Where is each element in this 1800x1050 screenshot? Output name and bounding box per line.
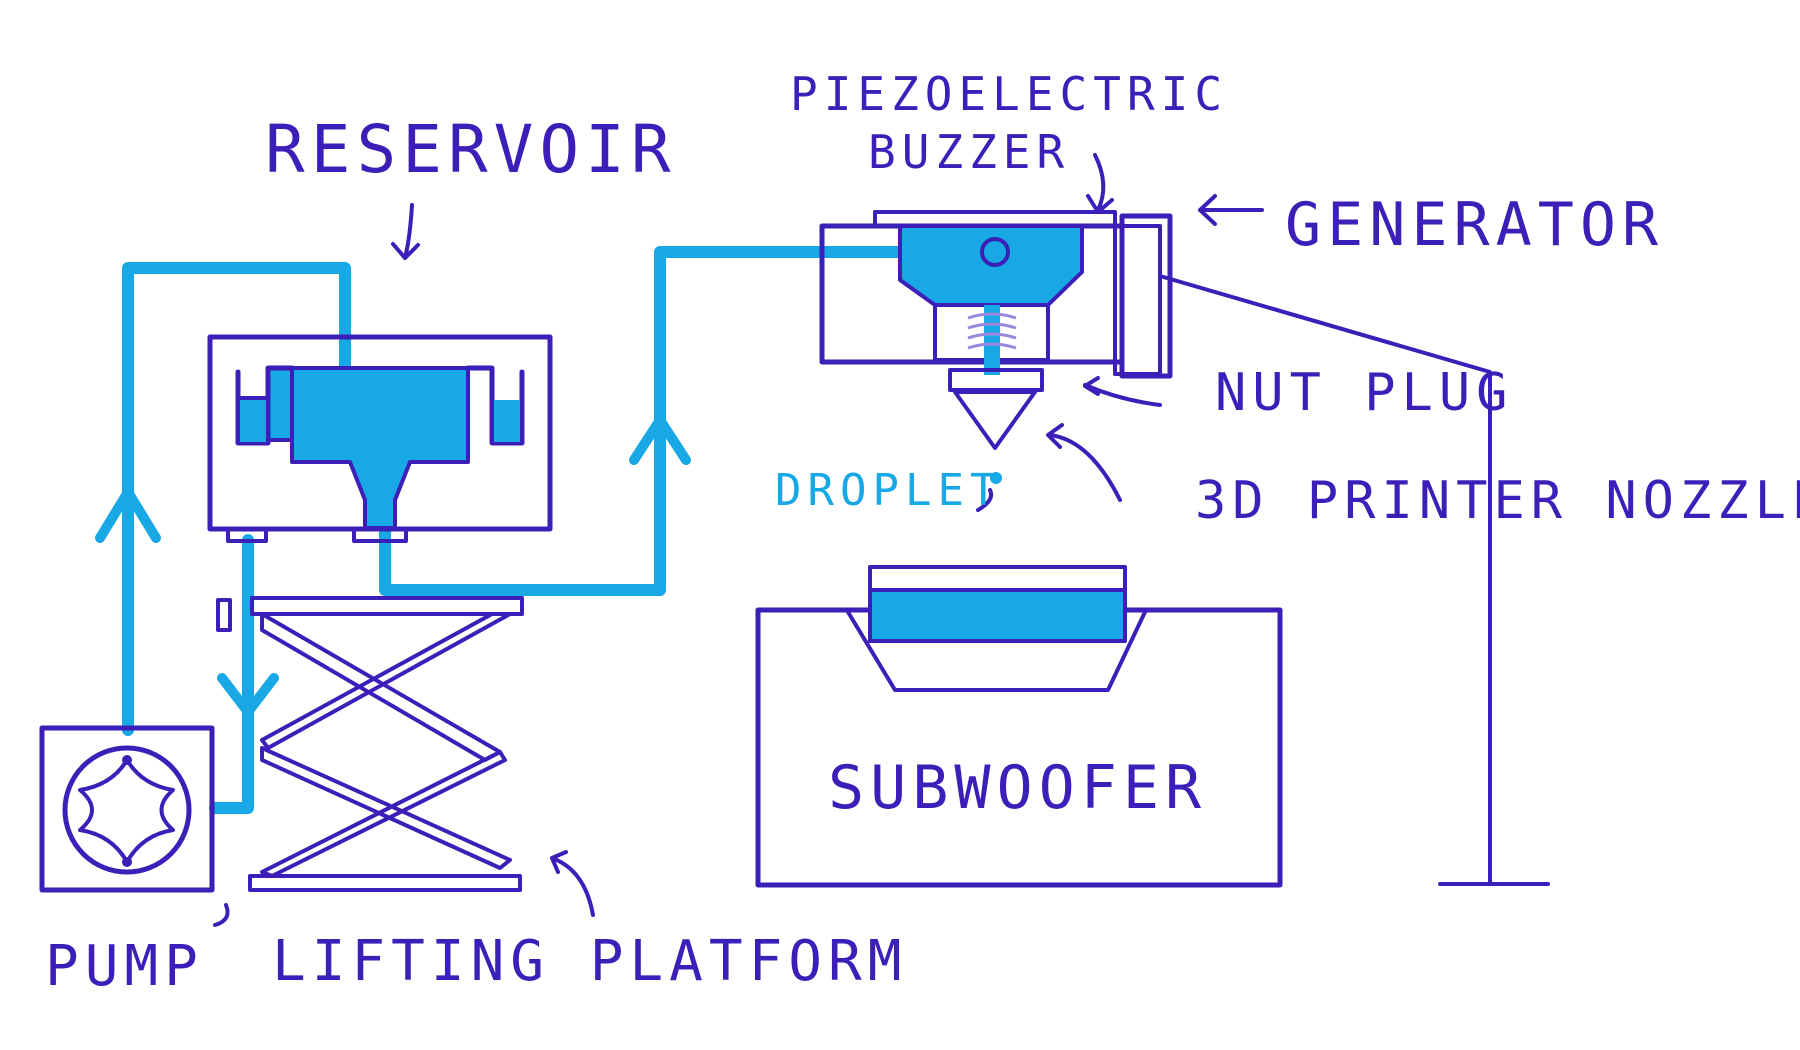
reservoir-pointer: [391, 203, 420, 260]
subwoofer-cone: [846, 610, 1147, 692]
scissor-lower-a: [260, 746, 512, 870]
droplet-generator-assembly: [819, 210, 1173, 484]
pump-impeller-dot-top: [122, 755, 132, 765]
piezoelectric-label: PIEZOELECTRIC: [790, 67, 1228, 121]
pump-impeller-dot-bottom: [122, 857, 132, 867]
lifting-platform-label: LIFTING PLATFORM: [272, 929, 907, 994]
pump-label: PUMP: [45, 934, 204, 999]
reservoir-to-pump-return-pipe: [209, 534, 254, 814]
ground-wire: [1158, 274, 1550, 886]
generator-box: [1119, 213, 1173, 379]
flow-arrow-down: [217, 673, 279, 717]
nozzle-pointer: [1046, 423, 1122, 502]
nut-plug-label: NUT PLUG: [1215, 363, 1513, 423]
pump-rotor-ring: [62, 745, 192, 875]
flow-arrows: [95, 415, 691, 717]
subwoofer-label: SUBWOOFER: [828, 753, 1207, 823]
generator-label: GENERATOR: [1285, 190, 1664, 260]
subwoofer: [755, 565, 1283, 888]
reservoir-right-channel: [465, 365, 525, 446]
generator-pointer: [1198, 194, 1264, 226]
flow-arrow-up-right: [629, 415, 691, 465]
nozzle-label: 3D PRINTER NOZZLE: [1195, 471, 1800, 531]
reservoir-funnel: [290, 366, 470, 530]
pump-pointer: [213, 903, 230, 927]
generator-cable: [1158, 274, 1492, 886]
reservoir-left-water: [240, 400, 266, 442]
pump-rotor: [78, 758, 175, 864]
droplet: [990, 472, 1002, 484]
generator-plate: [1113, 224, 1162, 376]
reservoir: [207, 334, 553, 543]
sample-tray: [868, 565, 1127, 643]
pump: [39, 725, 215, 893]
platform-knob: [216, 598, 232, 632]
pump-housing: [39, 725, 215, 893]
pointer-arrows: [213, 153, 1264, 927]
sample-liquid: [872, 590, 1123, 639]
reservoir-left-channel: [235, 365, 295, 446]
droplet-pointer: [976, 488, 994, 512]
subwoofer-box: [755, 607, 1283, 888]
scissor-upper-b: [260, 612, 512, 750]
reservoir-outlet-left: [226, 527, 268, 543]
flow-arrow-up-left: [95, 487, 161, 543]
labels: RESERVOIR PIEZOELECTRIC BUZZER GENERATOR…: [45, 67, 1800, 999]
lifting-platform: [216, 596, 524, 892]
nut-plug-stem: [984, 305, 1000, 375]
reservoir-label: RESERVOIR: [265, 111, 677, 188]
platform-top-plate: [250, 596, 524, 616]
buzzer-label: BUZZER: [868, 125, 1070, 179]
nozzle-tip: [953, 390, 1037, 450]
reservoir-outlet-right: [352, 527, 408, 543]
platform-base-plate: [248, 874, 522, 892]
reservoir-right-water: [494, 400, 520, 442]
reservoir-to-nozzle-pipe: [379, 246, 1006, 596]
nut-spring: [967, 312, 1017, 350]
pipe-inlet: [980, 237, 1010, 267]
droplet-label: DROPLET: [775, 465, 1002, 516]
platform-pointer: [550, 850, 595, 917]
nut-plug-pointer: [1083, 376, 1162, 407]
buzzer-pointer: [1086, 153, 1114, 214]
